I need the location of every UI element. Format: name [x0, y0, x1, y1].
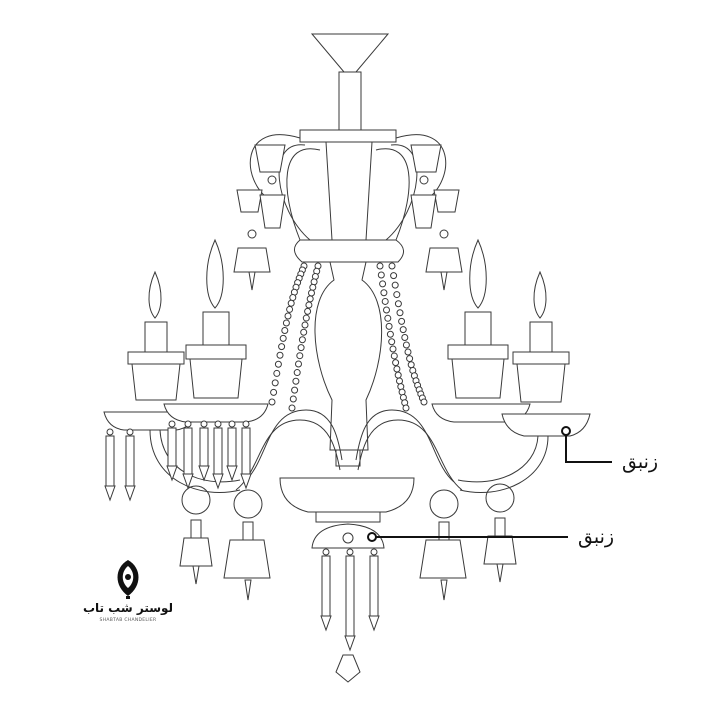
bead	[389, 345, 397, 353]
bead	[407, 361, 415, 369]
bead	[386, 330, 394, 338]
bead	[398, 317, 406, 325]
logo-emblem	[117, 560, 139, 599]
bead	[390, 272, 398, 280]
bead	[393, 365, 401, 373]
bead	[281, 326, 289, 334]
bead	[388, 338, 396, 346]
prism-drop	[198, 420, 210, 482]
prism-drop	[166, 420, 178, 482]
prism-drop	[240, 420, 252, 490]
bead	[293, 369, 301, 377]
drip-pans	[103, 403, 591, 437]
candles	[127, 238, 570, 403]
bead	[308, 289, 315, 297]
bead-garlands	[268, 262, 428, 412]
bead	[396, 377, 403, 385]
upper-left-arms	[233, 134, 321, 291]
bead	[284, 312, 292, 320]
bead	[292, 377, 300, 385]
bead	[274, 360, 282, 368]
brand-logo: لوستر شب تاب SHABTAB CHANDELIER	[83, 560, 173, 623]
bead	[396, 309, 404, 317]
upper-right-arms	[375, 134, 463, 291]
bead	[394, 300, 402, 308]
bead	[406, 355, 414, 363]
bead	[288, 404, 296, 412]
bead	[302, 314, 310, 322]
bead	[291, 386, 299, 394]
callout-line-1	[565, 435, 612, 463]
bead	[390, 352, 398, 360]
callout-label-2: زنبق	[578, 526, 614, 548]
bead	[309, 283, 317, 291]
bead	[306, 295, 314, 303]
bead	[278, 343, 286, 351]
bead	[399, 326, 407, 334]
bead	[402, 404, 410, 412]
bead	[279, 334, 287, 342]
lower-bowl	[279, 477, 415, 549]
bead	[391, 281, 399, 289]
bead	[295, 360, 302, 368]
bead	[298, 336, 306, 344]
bead	[273, 369, 281, 377]
bead	[402, 341, 410, 349]
prism-drop	[104, 428, 116, 502]
bead	[282, 319, 290, 327]
bead	[385, 322, 393, 330]
bead	[381, 297, 389, 305]
bead	[404, 348, 412, 356]
bead	[297, 344, 305, 352]
bead	[376, 262, 384, 270]
central-baluster	[314, 261, 383, 467]
callout-leaders	[367, 426, 612, 542]
ceiling-canopy	[310, 33, 390, 131]
crystal-prisms	[104, 420, 380, 652]
bead	[271, 379, 279, 387]
bead	[392, 359, 400, 367]
bead	[301, 321, 309, 329]
prism-drop	[212, 420, 224, 490]
bead	[305, 301, 313, 309]
prism-drop	[226, 420, 238, 482]
bead	[286, 305, 294, 313]
logo-brand-fa: لوستر شب تاب	[83, 601, 173, 616]
bottom-finial	[335, 654, 361, 683]
bead	[380, 289, 388, 297]
bead	[420, 398, 428, 406]
bead	[296, 352, 304, 360]
bead	[276, 351, 284, 359]
bead	[401, 334, 409, 342]
bead	[394, 371, 402, 379]
bead	[393, 291, 401, 299]
prism-drop	[368, 548, 380, 632]
bead	[270, 388, 278, 396]
bead	[289, 395, 297, 403]
bead	[304, 307, 312, 315]
prism-drop	[320, 548, 332, 632]
bead	[268, 398, 276, 406]
upper-body	[294, 129, 404, 263]
bead	[383, 306, 390, 314]
bead	[289, 294, 297, 302]
bead	[300, 328, 308, 336]
prism-drop	[344, 548, 356, 652]
bead	[388, 262, 396, 270]
bead	[287, 299, 295, 307]
bead	[384, 314, 392, 322]
prism-drop	[182, 420, 194, 490]
logo-brand-en: SHABTAB CHANDELIER	[100, 617, 157, 623]
bead	[379, 280, 387, 288]
bead	[377, 271, 385, 279]
lower-bells	[179, 517, 517, 601]
callout-label-1: زنبق	[622, 451, 658, 473]
prism-drop	[124, 428, 136, 502]
